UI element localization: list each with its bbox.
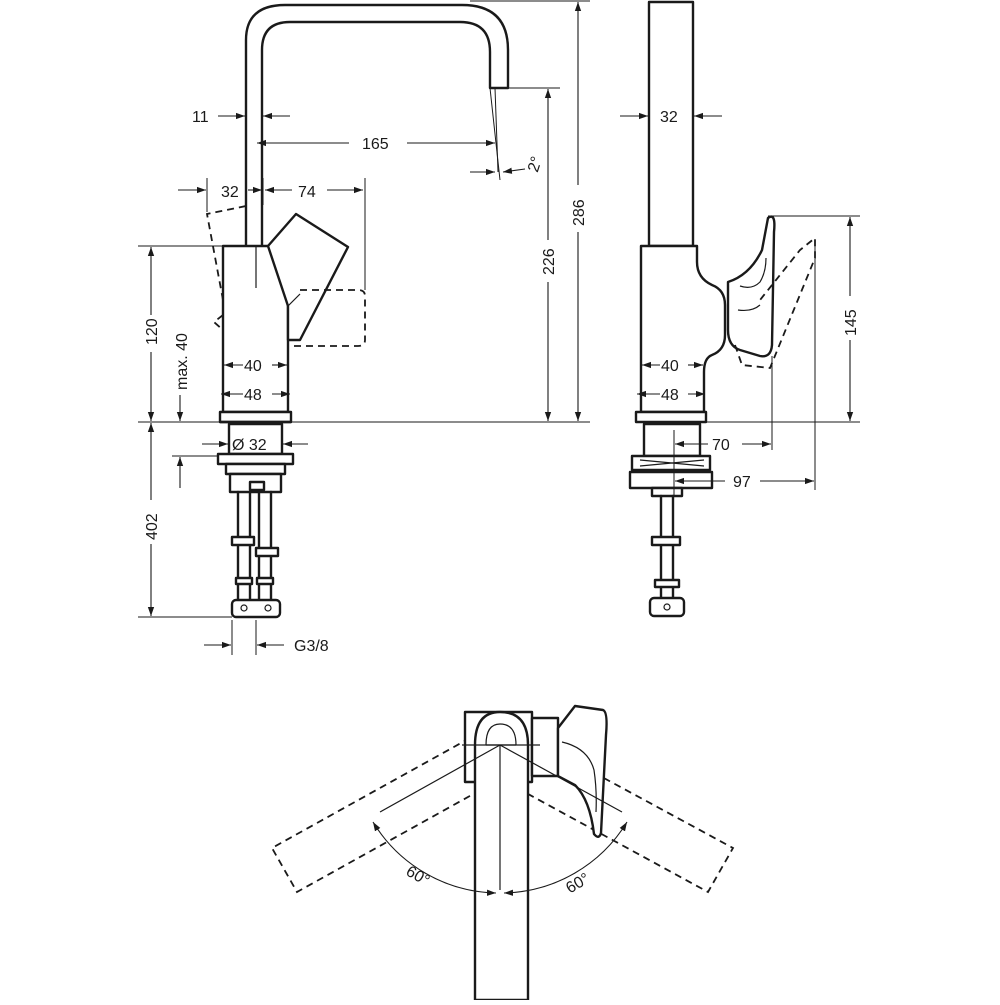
- dim-402: 402: [144, 513, 161, 540]
- angle-arc-right: [503, 821, 628, 896]
- dim-145: 145: [843, 309, 860, 336]
- dim-2-degree: 2°: [525, 155, 546, 175]
- dim-32-side: 32: [660, 109, 678, 126]
- dim-70: 70: [712, 437, 730, 454]
- side-hose-nut: [648, 596, 686, 618]
- front-lever-dashed-left: [205, 205, 247, 301]
- dim-diameter-32: Ø 32: [232, 437, 267, 454]
- side-view: 32 145 40 48 70 97: [620, 0, 860, 618]
- dim-226: 226: [541, 248, 558, 275]
- front-base-ring: [218, 410, 293, 424]
- angle-arc-left: [372, 821, 497, 896]
- dim-max-40: max. 40: [174, 333, 191, 390]
- top-spout-dashed-left: [270, 737, 496, 894]
- dim-g3-8: G3/8: [294, 638, 329, 655]
- dim-11: 11: [192, 109, 209, 126]
- side-spout: [647, 0, 695, 248]
- dim-60-right: 60°: [563, 870, 592, 897]
- side-body: [639, 244, 727, 414]
- dim-120: 120: [144, 318, 161, 345]
- dim-40-side: 40: [661, 358, 679, 375]
- dim-165: 165: [362, 136, 389, 153]
- dim-286: 286: [571, 199, 588, 226]
- dim-40-front: 40: [244, 358, 262, 375]
- dim-97: 97: [733, 474, 751, 491]
- dim-32-lever: 32: [221, 184, 239, 201]
- dim-48-front: 48: [244, 387, 262, 404]
- dim-60-left: 60°: [403, 863, 432, 890]
- top-view: 60° 60°: [270, 704, 735, 1002]
- dim-74: 74: [298, 184, 316, 201]
- dim-48-side: 48: [661, 387, 679, 404]
- front-lever-dashed-right: [288, 289, 366, 347]
- top-lever: [556, 704, 608, 838]
- front-hoses: [230, 490, 282, 619]
- front-spout: [244, 3, 510, 248]
- front-mount-plate: [216, 452, 295, 466]
- front-view: 11 165 2° 32 74 120 max. 40 40: [138, 0, 590, 655]
